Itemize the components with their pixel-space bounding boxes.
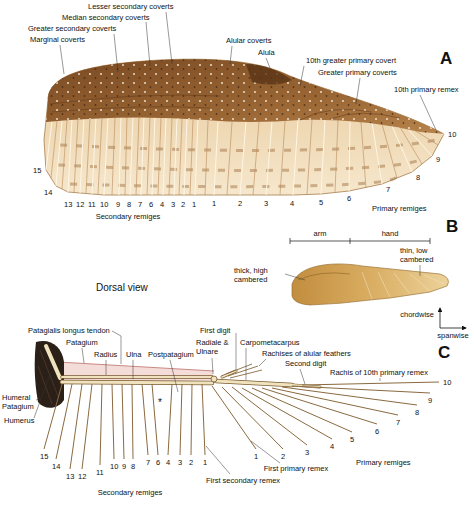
part-label: thin, low cambered xyxy=(400,246,448,264)
part-label: Rachis of 10th primary remex xyxy=(330,368,428,377)
callout-number: 2 xyxy=(189,458,193,467)
callout-number: 3 xyxy=(178,458,182,467)
callout-number: 4 xyxy=(166,458,170,467)
group-label: Secondary remiges xyxy=(98,488,163,497)
panel-letter: B xyxy=(446,218,458,235)
callout-number: 10 xyxy=(110,462,118,471)
callout-number: 10 xyxy=(100,200,108,209)
part-label: Radiale & Ulnare xyxy=(196,338,232,356)
panel-letter: C xyxy=(438,344,450,361)
callout-number: 6 xyxy=(347,194,351,203)
part-label: First digit xyxy=(200,326,230,335)
part-label: Marginal coverts xyxy=(30,35,85,44)
marker-symbol: * xyxy=(158,397,162,409)
callout-number: 8 xyxy=(131,462,135,471)
part-label: Ulna xyxy=(126,350,141,359)
callout-number: 8 xyxy=(127,200,131,209)
callout-number: 13 xyxy=(64,200,72,209)
callout-number: 15 xyxy=(40,452,48,461)
part-label: Greater primary coverts xyxy=(318,68,397,77)
part-label: Alular coverts xyxy=(226,36,271,45)
callout-number: 1 xyxy=(203,458,207,467)
callout-number: 7 xyxy=(396,418,400,427)
panel-letter: A xyxy=(440,50,452,67)
callout-number: 10 xyxy=(448,130,456,139)
axis-label: spanwise xyxy=(437,331,468,340)
part-label: Humeral Patagium xyxy=(2,393,36,411)
callout-number: 11 xyxy=(96,468,104,477)
callout-number: 4 xyxy=(330,442,334,451)
part-label: Patagium xyxy=(66,338,98,347)
callout-number: 2 xyxy=(238,199,242,208)
callout-number: 3 xyxy=(264,199,268,208)
part-label: Lesser secondary coverts xyxy=(88,2,173,11)
callout-number: 4 xyxy=(290,199,294,208)
part-label: First secondary remex xyxy=(206,476,280,485)
group-label: Secondary remiges xyxy=(96,212,161,221)
part-label: 10th primary remex xyxy=(394,85,459,94)
callout-number: 12 xyxy=(78,472,86,481)
axis-label: chordwise xyxy=(400,310,434,319)
callout-number: 2 xyxy=(281,452,285,461)
part-label: Carpometacarpus xyxy=(240,338,300,347)
callout-number: 15 xyxy=(33,166,41,175)
callout-number: 8 xyxy=(416,173,420,182)
callout-number: 13 xyxy=(66,472,74,481)
part-label: Alula xyxy=(258,48,275,57)
callout-number: 11 xyxy=(88,200,96,209)
callout-number: 3 xyxy=(171,200,175,209)
callout-number: 8 xyxy=(415,408,419,417)
part-label: Rachises of alular feathers xyxy=(262,349,351,358)
callout-number: 14 xyxy=(52,462,60,471)
callout-number: 1 xyxy=(192,200,196,209)
callout-number: 9 xyxy=(436,155,440,164)
callout-number: 9 xyxy=(428,396,432,405)
part-label: Radius xyxy=(94,350,117,359)
part-label: Second digit xyxy=(285,359,326,368)
callout-number: 7 xyxy=(146,458,150,467)
part-label: First primary remex xyxy=(264,464,329,473)
callout-number: 1 xyxy=(212,199,216,208)
callout-number: 3 xyxy=(305,448,309,457)
callout-number: 14 xyxy=(44,188,52,197)
part-label: thick, high cambered xyxy=(234,266,284,284)
callout-number: 7 xyxy=(138,200,142,209)
leader-lines-c xyxy=(34,331,380,474)
wing-b xyxy=(285,238,466,328)
callout-number: 6 xyxy=(156,458,160,467)
part-label: Humerus xyxy=(4,416,34,425)
dimension-label: arm xyxy=(314,229,327,238)
dimension-label: hand xyxy=(382,229,399,238)
wing-c-skeleton xyxy=(35,341,439,469)
callout-number: 4 xyxy=(160,200,164,209)
wing-a xyxy=(44,59,444,195)
part-label: Median secondary coverts xyxy=(62,13,150,22)
callout-number: 1 xyxy=(254,452,258,461)
callout-number: 10 xyxy=(443,378,451,387)
callout-number: 9 xyxy=(122,462,126,471)
group-label: Primary remiges xyxy=(372,204,427,213)
view-label: Dorsal view xyxy=(96,282,148,294)
callout-number: 6 xyxy=(149,200,153,209)
part-label: Patagialis longus tendon xyxy=(28,326,110,335)
callout-number: 12 xyxy=(76,200,84,209)
part-label: Postpatagium xyxy=(148,350,194,359)
callout-number: 7 xyxy=(386,185,390,194)
callout-number: 6 xyxy=(375,427,379,436)
callout-number: 5 xyxy=(350,435,354,444)
callout-number: 5 xyxy=(319,198,323,207)
group-label: Primary remiges xyxy=(356,458,411,467)
part-label: Greater secondary coverts xyxy=(28,24,116,33)
callout-number: 2 xyxy=(181,200,185,209)
callout-number: 9 xyxy=(116,200,120,209)
part-label: 10th greater primary covert xyxy=(306,56,396,65)
leader-lines-a xyxy=(60,12,436,130)
